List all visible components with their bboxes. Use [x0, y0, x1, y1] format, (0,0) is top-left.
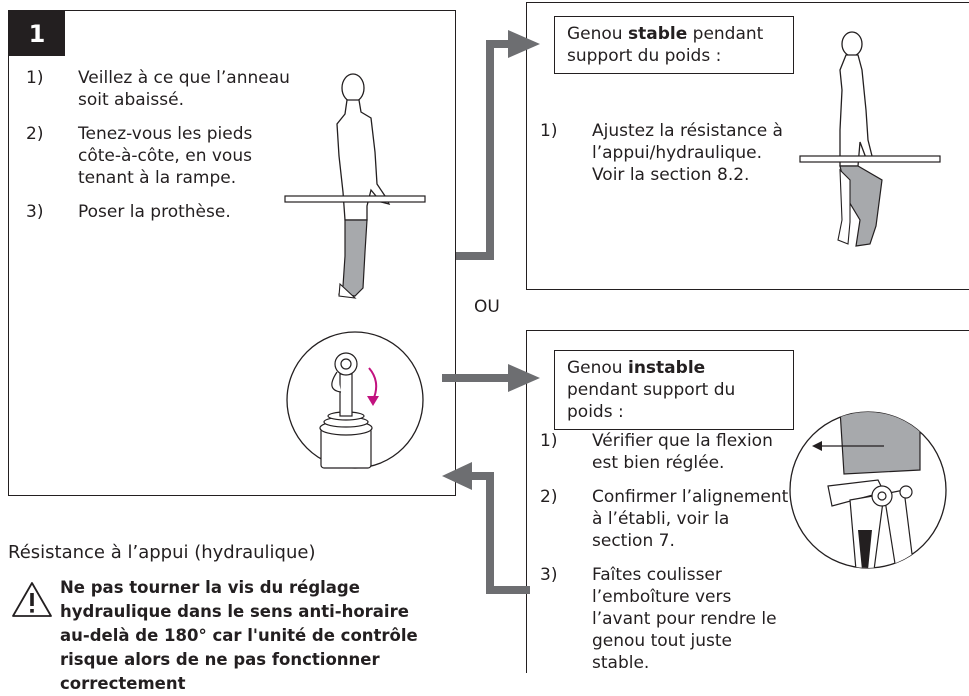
- unstable-step-1: 1)Vérifier que la flexion est bien réglé…: [540, 431, 773, 473]
- or-label: OU: [474, 297, 500, 317]
- warning-triangle-icon: [12, 582, 52, 617]
- left-step-1: 1)Veillez à ce que l’anneau soit abaissé…: [26, 68, 290, 110]
- left-step-3: 3)Poser la prothèse.: [26, 202, 231, 222]
- standing-figure-side-illustration: [799, 31, 941, 247]
- unstable-step-3: 3)Faîtes coulisser l’emboîture vers l’av…: [540, 565, 777, 673]
- arrow-back-to-step-1: [470, 472, 530, 594]
- socket-alignment-detail: [789, 411, 947, 569]
- warning-message: Ne pas tourner la vis du réglage hydraul…: [60, 578, 418, 693]
- step-number-badge: 1: [9, 11, 65, 56]
- stable-knee-title: Genou stable pendant support du poids :: [554, 16, 794, 74]
- connector-arrows: [442, 30, 540, 594]
- stable-steps-list: 1)Ajustez la résistance à l’appui/hydrau…: [540, 120, 790, 198]
- left-steps-list: 1)Veillez à ce que l’anneau soit abaissé…: [26, 67, 296, 235]
- resistance-section-title: Résistance à l’appui (hydraulique): [8, 542, 316, 563]
- arrow-to-stable: [456, 40, 510, 260]
- left-step-2: 2)Tenez-vous les pieds côte-à-côte, en v…: [26, 124, 253, 188]
- unstable-steps-list: 1)Vérifier que la flexion est bien réglé…: [540, 430, 790, 686]
- standing-figure-illustration: [284, 73, 426, 299]
- ring-lowered-detail: [286, 331, 424, 469]
- unstable-knee-title: Genou instable pendant support du poids …: [554, 350, 794, 430]
- stable-step-1: 1)Ajustez la résistance à l’appui/hydrau…: [540, 121, 783, 185]
- unstable-step-2: 2)Confirmer l’alignement à l’établi, voi…: [540, 487, 789, 551]
- step-1-panel: 1 1)Veillez à ce que l’anneau soit abais…: [8, 10, 456, 496]
